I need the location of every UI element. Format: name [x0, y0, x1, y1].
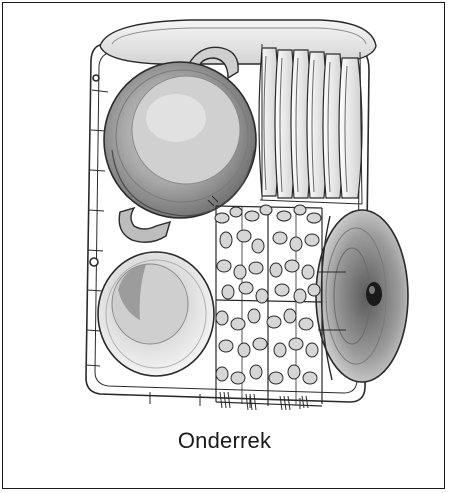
pot-lid	[315, 209, 409, 383]
cooking-pot	[103, 46, 257, 243]
bowl	[97, 251, 215, 377]
cutlery-basket	[207, 195, 323, 411]
plates	[258, 44, 363, 205]
rack-caption: Onderrek	[177, 428, 272, 453]
